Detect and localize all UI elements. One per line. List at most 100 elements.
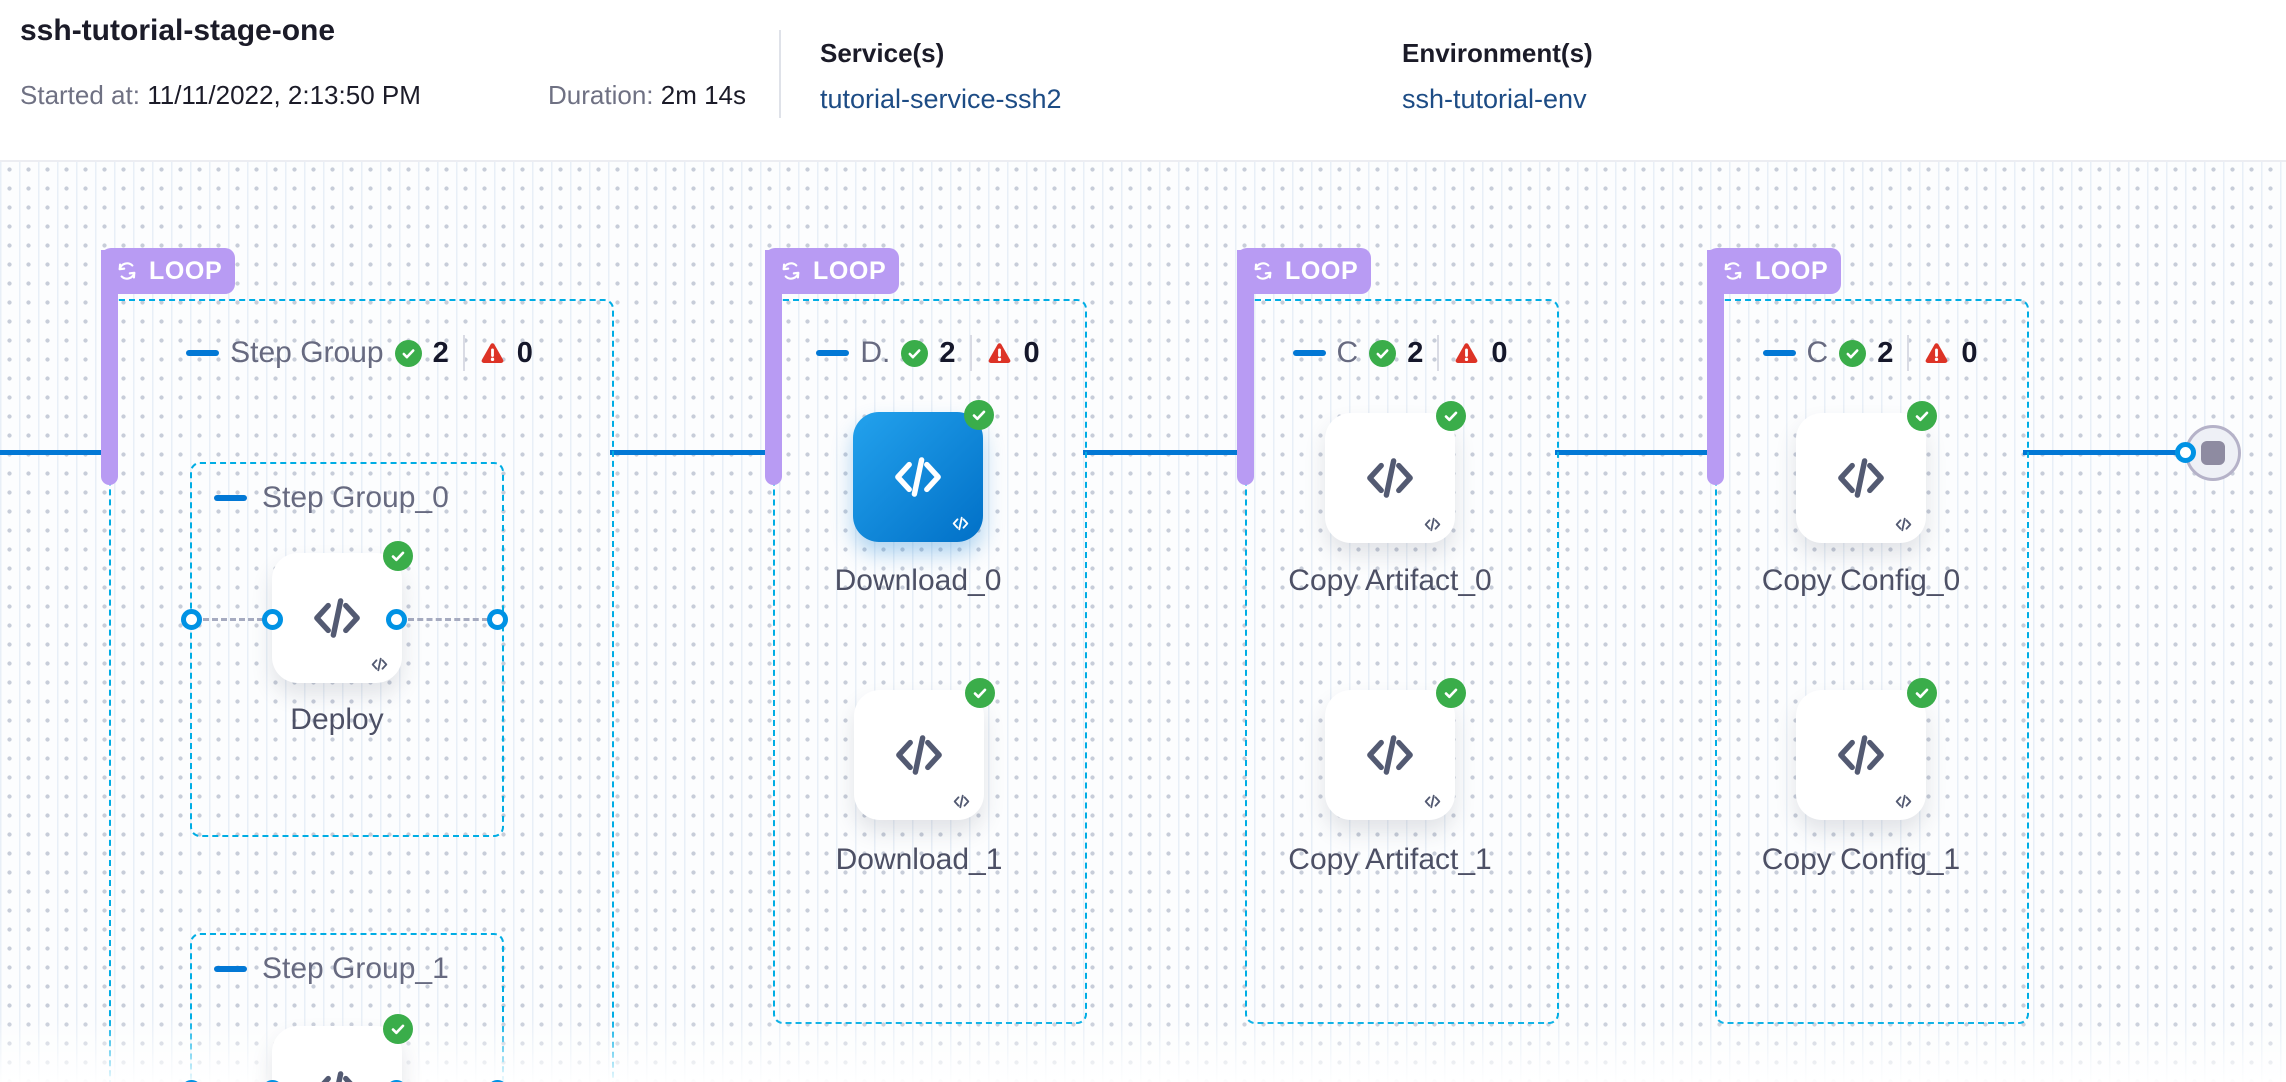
loop-badge[interactable]: LOOP [1707, 248, 1841, 294]
inner-step-group-box[interactable] [190, 933, 504, 1082]
inner-step-group-title: Step Group_0 [262, 481, 449, 514]
code-icon [306, 587, 368, 649]
success-badge-icon [1907, 678, 1937, 708]
loop-strategy-bar [1707, 250, 1724, 485]
loop-icon [782, 262, 800, 280]
code-icon-small [953, 794, 970, 809]
step-node-download-1[interactable] [854, 678, 995, 820]
collapse-dash-icon[interactable] [816, 350, 850, 356]
collapse-dash-icon[interactable] [1762, 350, 1796, 356]
collapse-dash-icon[interactable] [186, 350, 220, 356]
step-group-header: Step Group 2 0 [109, 333, 610, 373]
connector-dot[interactable] [487, 609, 508, 630]
inner-step-group-header: Step Group_1 [214, 951, 449, 987]
success-count: 2 [1407, 336, 1424, 369]
step-node-label: Download_1 [835, 843, 1003, 876]
duration-label: Duration: [548, 80, 654, 110]
loop-badge-label: LOOP [813, 256, 887, 285]
stage-title: ssh-tutorial-stage-one [20, 14, 336, 47]
step-node-copy-config-0[interactable] [1796, 401, 1937, 543]
inner-step-group-box[interactable] [190, 462, 504, 837]
success-badge-icon [383, 1014, 413, 1044]
code-icon-small [371, 657, 388, 672]
code-icon [1359, 724, 1421, 786]
loop-badge-label: LOOP [1755, 256, 1829, 285]
code-icon-small [952, 516, 969, 531]
header-divider [779, 30, 781, 118]
connector-dot[interactable] [386, 609, 407, 630]
started-at-label: Started at: [20, 80, 140, 110]
code-icon [1359, 447, 1421, 509]
success-count-icon [394, 339, 422, 367]
step-group-box[interactable] [109, 299, 614, 1082]
stage-end-node[interactable] [2185, 425, 2241, 481]
services-label: Service(s) [820, 38, 945, 68]
loop-icon [1254, 262, 1272, 280]
step-node-copy-artifact-1[interactable] [1325, 678, 1466, 820]
step-node-label: Copy Config_0 [1761, 564, 1961, 597]
loop-strategy-bar [101, 250, 118, 485]
success-badge-icon [964, 400, 994, 430]
step-group-box[interactable] [773, 299, 1087, 1024]
step-group-title: Step Group [230, 336, 384, 369]
step-group-box[interactable] [1715, 299, 2029, 1024]
success-count-icon [901, 339, 929, 367]
step-node-deploy[interactable] [272, 541, 413, 683]
success-count: 2 [432, 336, 449, 369]
loop-badge[interactable]: LOOP [765, 248, 899, 294]
success-badge-icon [1907, 401, 1937, 431]
loop-badge[interactable]: LOOP [101, 248, 235, 294]
count-divider [1437, 335, 1440, 371]
end-connector-dot[interactable] [2175, 442, 2196, 463]
loop-badge-label: LOOP [1285, 256, 1359, 285]
step-group-box[interactable] [1245, 299, 1559, 1024]
pipeline-canvas[interactable]: LOOP Step Group 2 0 Step Group_0 De [0, 160, 2286, 1082]
loop-strategy-bar [1237, 250, 1254, 485]
step-node-label: Copy Artifact_0 [1288, 564, 1492, 597]
connector-line [610, 450, 773, 455]
step-node-copy-artifact-0[interactable] [1325, 401, 1466, 543]
step-node-download-0[interactable] [853, 400, 994, 542]
collapse-dash-icon[interactable] [214, 495, 247, 501]
duration: Duration: 2m 14s [548, 80, 746, 111]
collapse-dash-icon[interactable] [214, 966, 247, 972]
step-group-header: C 2 0 [1715, 333, 2025, 373]
failed-count-icon [1454, 341, 1480, 364]
environment-link[interactable]: ssh-tutorial-env [1402, 84, 1587, 114]
code-icon-small [1424, 517, 1441, 532]
code-icon-small [1895, 517, 1912, 532]
started-at-value: 11/11/2022, 2:13:50 PM [147, 80, 421, 110]
loop-badge[interactable]: LOOP [1237, 248, 1371, 294]
failed-count: 0 [516, 336, 533, 369]
failed-count-icon [479, 341, 505, 364]
step-node-label: Copy Config_1 [1761, 843, 1961, 876]
collapse-dash-icon[interactable] [1292, 350, 1326, 356]
step-node[interactable] [272, 1014, 413, 1082]
step-node-copy-config-1[interactable] [1796, 678, 1937, 820]
code-icon [306, 1060, 368, 1082]
connector-dot[interactable] [262, 609, 283, 630]
code-icon [1830, 447, 1892, 509]
success-count: 2 [939, 336, 956, 369]
code-icon [1830, 724, 1892, 786]
failed-count-icon [1924, 341, 1950, 364]
service-link[interactable]: tutorial-service-ssh2 [820, 84, 1062, 114]
environments-label: Environment(s) [1402, 38, 1593, 68]
code-icon-small [1424, 794, 1441, 809]
inner-step-group-header: Step Group_0 [214, 480, 449, 516]
step-group-title: C [1336, 336, 1359, 369]
dashed-connector [408, 618, 488, 621]
count-divider [1907, 335, 1910, 371]
success-badge-icon [965, 678, 995, 708]
loop-icon [118, 262, 136, 280]
success-badge-icon [1436, 401, 1466, 431]
stop-square-icon [2201, 441, 2225, 465]
success-count-icon [1839, 339, 1867, 367]
inner-step-group-title: Step Group_1 [262, 952, 449, 985]
connector-dot[interactable] [181, 609, 202, 630]
count-divider [969, 335, 972, 371]
failed-count: 0 [1491, 336, 1508, 369]
step-node-label: Download_0 [834, 564, 1002, 597]
connector-line [2023, 450, 2186, 455]
